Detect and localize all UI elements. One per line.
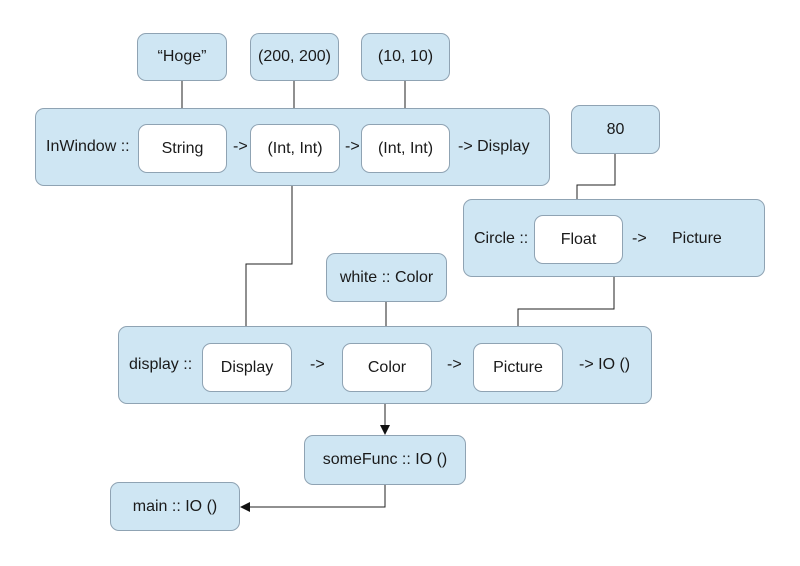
display-arrow-2: -> <box>447 356 462 373</box>
size-node: (10, 10) <box>361 33 450 81</box>
circle-arg-float-label: Float <box>560 230 597 248</box>
somefunc-label: someFunc :: IO () <box>322 451 448 468</box>
display-arg-picture-label: Picture <box>493 358 543 376</box>
display-label: display :: <box>129 356 193 373</box>
hoge-label: “Hoge” <box>157 48 207 65</box>
inwindow-arg-int2-label: (Int, Int) <box>377 139 434 157</box>
display-arg-color-label: Color <box>367 358 407 376</box>
inwindow-arg-string-label: String <box>161 139 204 157</box>
edge-inwindow-to-display <box>241 186 293 342</box>
inwindow-arg-int1: (Int, Int) <box>250 124 340 173</box>
circle-label: Circle :: <box>474 230 529 247</box>
inwindow-arg-int2: (Int, Int) <box>361 124 450 173</box>
display-arrow-1: -> <box>310 356 325 373</box>
circle-node: Circle :: Float -> Picture <box>463 199 765 277</box>
circle-result: Picture <box>672 230 722 247</box>
radius-label: 80 <box>606 120 625 138</box>
circle-arg-float: Float <box>534 215 623 264</box>
inwindow-arrow-1: -> <box>233 138 248 155</box>
display-result: -> IO () <box>579 356 631 373</box>
white-node: white :: Color <box>326 253 447 302</box>
white-label: white :: Color <box>339 268 434 286</box>
display-node: display :: Display -> Color -> Picture -… <box>118 326 652 404</box>
edge-circle-to-picture <box>513 277 615 342</box>
inwindow-node: InWindow :: String -> (Int, Int) -> (Int… <box>35 108 550 186</box>
inwindow-result: -> Display <box>458 138 530 155</box>
radius-node: 80 <box>571 105 660 154</box>
circle-arrow: -> <box>632 230 647 247</box>
display-arg-display-label: Display <box>220 358 274 376</box>
somefunc-node: someFunc :: IO () <box>304 435 466 485</box>
inwindow-arg-int1-label: (Int, Int) <box>267 139 323 157</box>
pos-node: (200, 200) <box>250 33 339 81</box>
size-label: (10, 10) <box>377 48 434 65</box>
inwindow-arrow-2: -> <box>345 138 360 155</box>
main-label: main :: IO () <box>132 497 218 515</box>
edge-somefunc-to-main <box>240 485 386 512</box>
inwindow-arg-string: String <box>138 124 227 173</box>
display-arg-picture: Picture <box>473 343 563 392</box>
display-arg-display: Display <box>202 343 292 392</box>
hoge-node: “Hoge” <box>137 33 227 81</box>
main-node: main :: IO () <box>110 482 240 531</box>
display-arg-color: Color <box>342 343 432 392</box>
inwindow-label: InWindow :: <box>46 138 130 155</box>
pos-label: (200, 200) <box>258 48 331 65</box>
